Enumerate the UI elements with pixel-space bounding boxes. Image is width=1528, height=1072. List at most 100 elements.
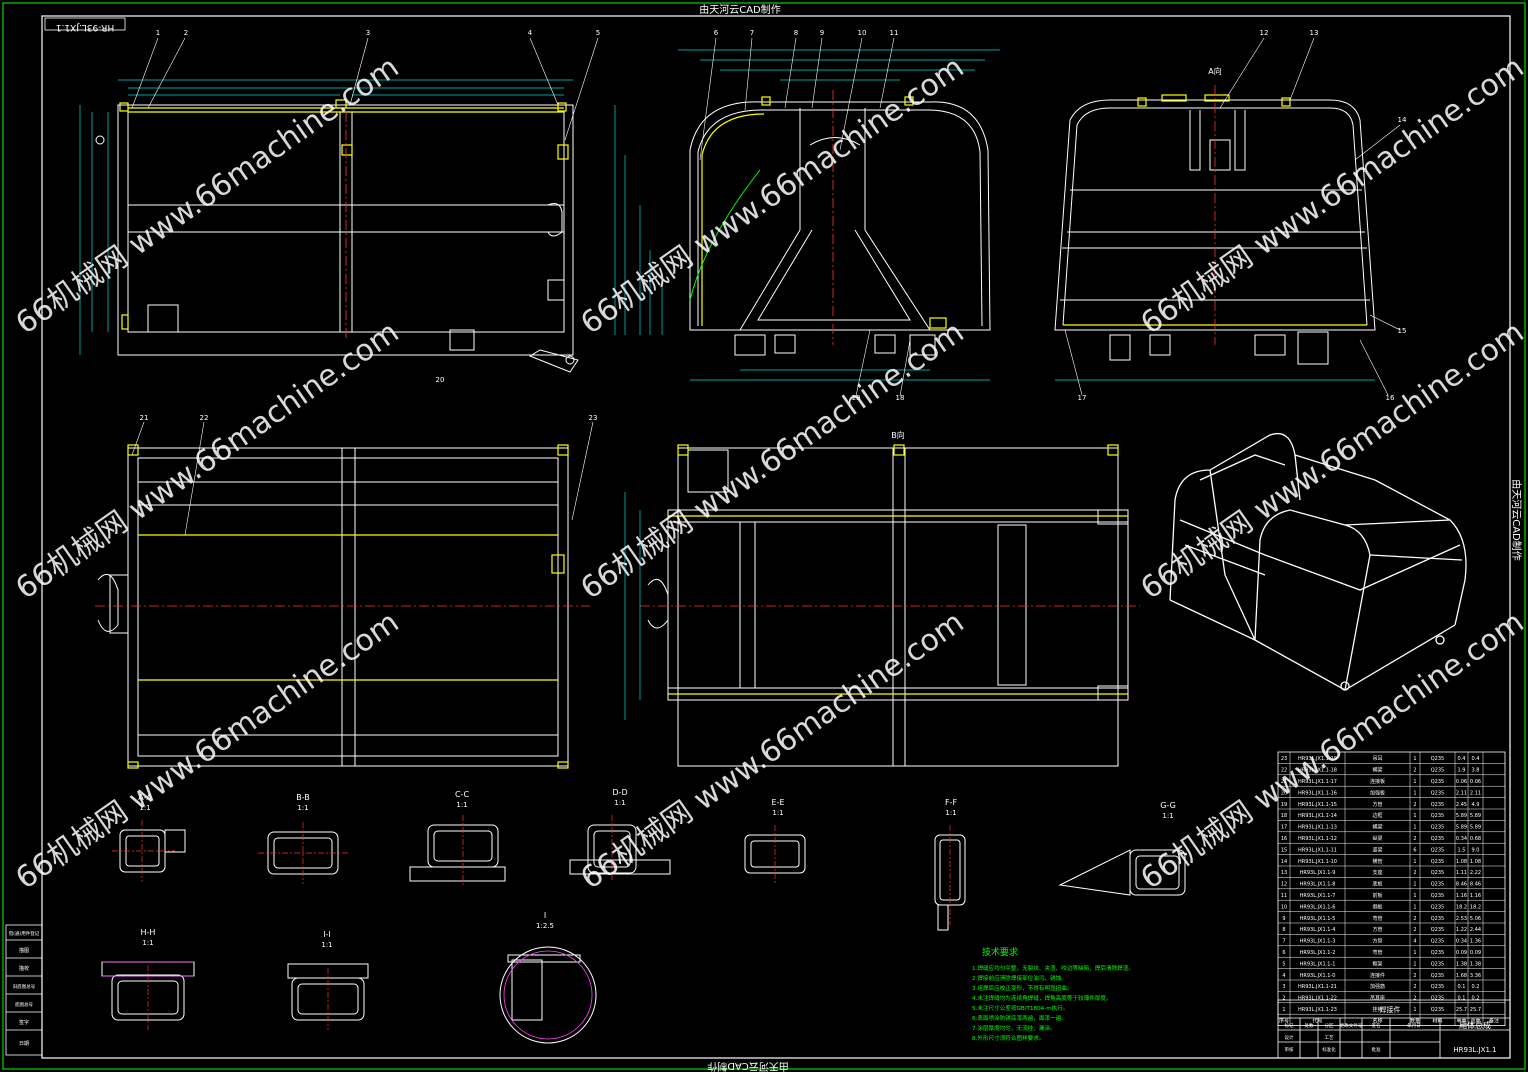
section-titles: A-A 1:1 B-B 1:1 C-C 1:1 D-D 1:1 E-E 1:1 …	[138, 788, 1176, 949]
balloon-11: 11	[890, 29, 899, 37]
watermark-6: 66机械网 www.66machine.com	[1135, 315, 1528, 607]
bom-header-cell: 单重	[1456, 1017, 1466, 1024]
bom-cell: 1	[1413, 859, 1416, 865]
bom-cell: Q235	[1431, 847, 1444, 853]
bom-cell: Q235	[1431, 893, 1444, 899]
rev-label-1: 标记	[1285, 1022, 1294, 1029]
bom-cell: Q235	[1431, 939, 1444, 945]
bom-cell: 0.09	[1456, 950, 1467, 956]
bom-cell: 边框	[1372, 812, 1382, 819]
bom-cell: HR93L.JX1.1-19	[1298, 756, 1337, 762]
bom-header-cell: 数量	[1410, 1017, 1420, 1024]
rev-label-4: 更改文件号	[1340, 1022, 1363, 1029]
bom-cell: 连接件	[1370, 972, 1385, 979]
side-view-green-contour	[689, 169, 761, 301]
tech-req-line-4: 4.未注焊缝均为连续角焊缝，焊角高度等于较薄件厚度。	[972, 994, 1112, 1002]
plan-view-welds	[127, 444, 569, 769]
tech-req-line-1: 1.焊缝应均匀平整，无裂纹、夹渣、咬边等缺陷，焊后清除焊渣。	[972, 964, 1134, 972]
bom-cell: 1.36	[1470, 939, 1481, 945]
section-title-ff: F-F	[945, 798, 957, 807]
balloon-1: 1	[156, 29, 160, 37]
bom-cell: 2.11	[1470, 790, 1481, 796]
left-label-7: 日期	[19, 1041, 29, 1047]
bom-cell: 13	[1281, 870, 1287, 876]
bom-cell: 14	[1281, 859, 1287, 865]
balloon-7: 7	[750, 29, 754, 37]
bom-cell: 支座	[1372, 869, 1382, 876]
bom-cell: 1.9	[1458, 768, 1466, 774]
bom-cell: 纵梁	[1372, 835, 1382, 842]
watermark-4: 66机械网 www.66machine.com	[10, 315, 406, 607]
bom-cell: HR93L.JX1.1-4	[1300, 927, 1336, 933]
balloon-5: 5	[596, 29, 600, 37]
left-label-3: 描校	[19, 965, 29, 972]
bom-cell: 0.4	[1458, 756, 1466, 762]
bom-cell: 挂钩	[1372, 1006, 1382, 1013]
bottom-plan-welds	[668, 444, 1128, 695]
bom-header-cell: 材料	[1432, 1017, 1442, 1024]
bom-cell: 2	[1413, 996, 1416, 1002]
front-elevation-dims	[79, 79, 573, 355]
bom-cell: 18.2	[1470, 904, 1481, 910]
bom-cell: 2	[1413, 927, 1416, 933]
bom-cell: Q235	[1431, 756, 1444, 762]
tech-requirements: 技术要求 1.焊缝应均匀平整，无裂纹、夹渣、咬边等缺陷，焊后清除焊渣。 2.焊接…	[972, 946, 1134, 1042]
detail-title-i: I	[544, 911, 546, 920]
bom-cell: 2.11	[1456, 790, 1467, 796]
bom-cell: 竖梁	[1372, 846, 1382, 853]
bom-cell: 1	[1413, 825, 1416, 831]
bom-cell: HR93L.JX1.1-16	[1298, 790, 1337, 796]
bom-cell: 方管	[1372, 926, 1382, 933]
bom-cell: Q235	[1431, 904, 1444, 910]
tech-req-heading: 技术要求	[982, 946, 1018, 958]
tech-req-line-5: 5.未注尺寸公差按GB/T1804-m执行。	[972, 1004, 1068, 1012]
bom-cell: 6	[1413, 847, 1416, 853]
bom-cell: 1.68	[1456, 973, 1467, 979]
balloon-2: 2	[184, 29, 188, 37]
balloon-14: 14	[1398, 116, 1407, 124]
bom-cell: 2.44	[1470, 927, 1481, 933]
balloon-12: 12	[1260, 29, 1269, 37]
bom-cell: 横管	[1372, 858, 1382, 865]
bom-cell: 弯管	[1372, 915, 1382, 922]
bom-cell: 17	[1281, 825, 1287, 831]
bom-cell: Q235	[1431, 927, 1444, 933]
balloon-4: 4	[528, 29, 533, 37]
bom-cell: 4.9	[1472, 802, 1480, 808]
side-view-welds	[701, 96, 947, 329]
bom-cell: 横梁	[1372, 824, 1382, 831]
bom-cell: Q235	[1431, 859, 1444, 865]
balloon-18: 18	[896, 394, 905, 402]
rev-label-6: 年月日	[1407, 1022, 1421, 1029]
bom-cell: 25.7	[1470, 1007, 1481, 1013]
bom-cell: 9.0	[1472, 847, 1480, 853]
weldment-label: 焊接件	[1380, 1005, 1401, 1014]
bom-cell: HR93L.JX1.1-0	[1300, 973, 1336, 979]
left-label-5: 底图总号	[15, 1001, 33, 1008]
bom-cell: HR93L.JX1.1-17	[1298, 779, 1337, 785]
bom-header-cell: 代号	[1312, 1017, 1322, 1024]
rev-label-2: 处数	[1305, 1022, 1314, 1029]
bom-cell: 2.22	[1470, 870, 1481, 876]
bom-cell: Q235	[1431, 790, 1444, 796]
bom-cell: Q235	[1431, 973, 1444, 979]
bom-cell: 2	[1413, 802, 1416, 808]
bom-cell: 弯管	[1372, 949, 1382, 956]
section-title-bb: B-B	[296, 793, 310, 802]
bom-cell: Q235	[1431, 950, 1444, 956]
bom-cell: Q235	[1431, 779, 1444, 785]
bom-header-cell: 备注	[1489, 1017, 1499, 1024]
bom-cell: 2	[1413, 768, 1416, 774]
bom-cell: Q235	[1431, 768, 1444, 774]
section-scale-cc: 1:1	[456, 801, 467, 809]
top-caption: 由天河云CAD制作	[699, 3, 781, 16]
bom-cell: 1.5	[1458, 847, 1466, 853]
bom-cell: Q235	[1431, 961, 1444, 967]
section-title-gg: G-G	[1160, 801, 1176, 810]
bom-cell: 7	[1282, 939, 1285, 945]
section-scale-dd: 1:1	[614, 799, 625, 807]
bom-cell: HR93L.JX1.1-18	[1298, 768, 1337, 774]
bom-cell: Q235	[1431, 802, 1444, 808]
role-1: 设计	[1285, 1034, 1294, 1041]
